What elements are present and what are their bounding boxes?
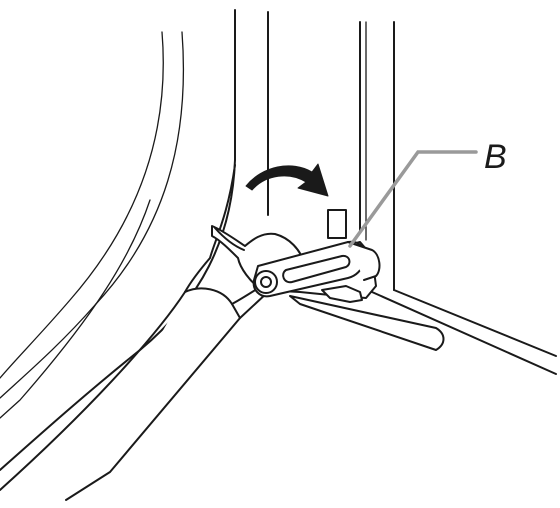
rotation-arrow-icon bbox=[245, 163, 329, 197]
door-outline bbox=[0, 31, 236, 471]
locking-lever bbox=[252, 209, 381, 303]
callout-label-b: B bbox=[484, 138, 507, 176]
hinge-arm bbox=[0, 281, 269, 501]
door-frame bbox=[234, 9, 395, 291]
base-plate bbox=[289, 289, 557, 375]
callout-leader-b bbox=[348, 150, 478, 248]
